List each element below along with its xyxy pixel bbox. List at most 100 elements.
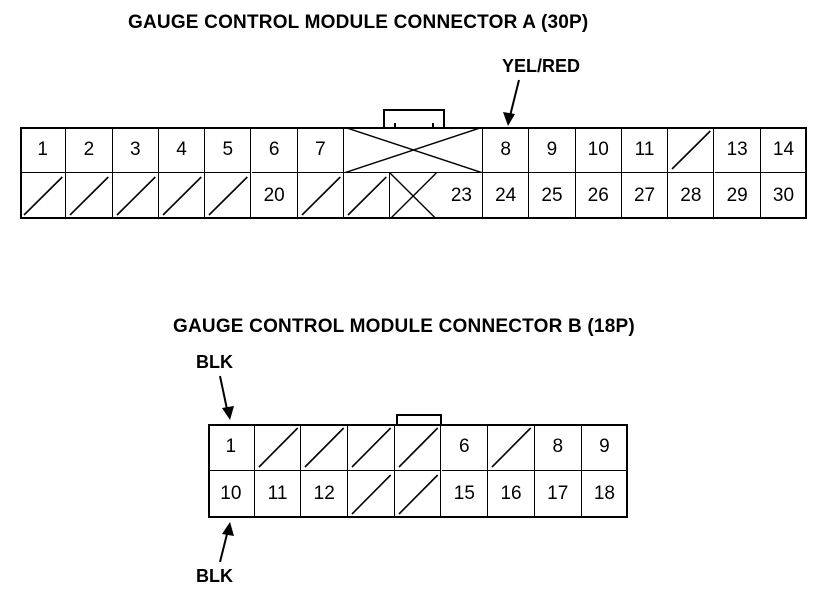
connector-b-pin-cell: 16 bbox=[488, 471, 535, 518]
arrow-blk-bottom bbox=[219, 522, 234, 563]
connector-a-pin-cell: 24 bbox=[483, 173, 530, 219]
connector-a-cavity-slash bbox=[162, 176, 202, 216]
connector-b-empty-cavity bbox=[348, 471, 395, 518]
connector-a-pin-label: 9 bbox=[546, 138, 558, 160]
connector-a-pin-cell: 14 bbox=[760, 127, 808, 173]
connector-a-pin-label: 26 bbox=[587, 184, 609, 206]
connector-b-pin-cell: 10 bbox=[208, 471, 255, 518]
connector-a-blocked-cavity bbox=[344, 127, 483, 173]
connector-a-pin-cell: 9 bbox=[529, 127, 576, 173]
connector-a-cavity-cross bbox=[344, 127, 483, 173]
connector-a-empty-cavity bbox=[668, 127, 715, 173]
connector-b-cavity-slash bbox=[304, 427, 345, 468]
connector-b-pin-label: 11 bbox=[267, 483, 288, 504]
connector-b-empty-cavity bbox=[348, 424, 395, 471]
connector-b-pin-cell: 17 bbox=[534, 471, 582, 518]
connector-b-empty-cavity bbox=[394, 424, 442, 471]
connector-b-pin-label: 16 bbox=[500, 483, 522, 504]
connector-b-pin-label: 1 bbox=[225, 436, 237, 457]
connector-b-pin-label: 18 bbox=[593, 483, 615, 504]
connector-a-pin-cell: 11 bbox=[621, 127, 669, 173]
connector-b-pin-cell: 15 bbox=[441, 471, 489, 518]
connector-a-empty-cavity bbox=[158, 173, 206, 219]
connector-a-pin-cell: 27 bbox=[621, 173, 669, 219]
connector-a-pin-cell: 2 bbox=[66, 127, 113, 173]
connector-b-pin-label: 10 bbox=[220, 483, 242, 504]
connector-b-wire-label-top: BLK bbox=[196, 352, 233, 372]
connector-b-empty-cavity bbox=[254, 424, 302, 471]
connector-a-pin-label: 13 bbox=[726, 138, 748, 160]
connector-b-cavity-slash bbox=[258, 427, 298, 468]
connector-a-pin-label: 10 bbox=[587, 138, 609, 160]
connector-a-pin-label: 7 bbox=[315, 138, 326, 160]
connector-a-pin-label: 6 bbox=[268, 138, 280, 160]
connector-a-pin-label: 14 bbox=[772, 138, 795, 160]
connector-a-empty-cavity bbox=[297, 173, 345, 219]
connector-a-pin-label: 28 bbox=[680, 184, 702, 206]
connector-a-cavity-cross bbox=[390, 172, 437, 219]
connector-b-lock-tab bbox=[396, 414, 442, 426]
connector-b-cavity-slash bbox=[398, 427, 439, 468]
connector-a-cavity-slash bbox=[301, 176, 341, 216]
connector-b-pin-label: 9 bbox=[599, 436, 610, 457]
connector-a-pin-cell: 1 bbox=[20, 127, 67, 173]
connector-a-pin-label: 11 bbox=[634, 138, 655, 160]
connector-a-pin-label: 27 bbox=[633, 184, 656, 206]
connector-b-cavity-slash bbox=[398, 474, 439, 515]
connector-b-pin-cell: 1 bbox=[208, 424, 255, 471]
connector-a-pin-cell: 10 bbox=[575, 127, 622, 173]
connector-a-pin-label: 25 bbox=[541, 184, 563, 206]
connector-a-title: GAUGE CONTROL MODULE CONNECTOR A (30P) bbox=[128, 12, 589, 33]
connector-a-pin-cell: 30 bbox=[760, 173, 808, 219]
connector-a-cavity-slash bbox=[347, 176, 387, 216]
connector-b-pin-cell: 18 bbox=[581, 471, 629, 518]
connector-a-pin-cell: 13 bbox=[714, 127, 761, 173]
connector-a-pin-label: 30 bbox=[772, 184, 795, 206]
connector-a-pin-label: 29 bbox=[726, 184, 748, 206]
connector-a-pin-cell: 4 bbox=[158, 127, 206, 173]
connector-a-pin-cell: 26 bbox=[575, 173, 622, 219]
connector-b-pin-label: 17 bbox=[547, 483, 569, 504]
connector-a-pin-label: 3 bbox=[129, 138, 141, 160]
connector-a-empty-cavity bbox=[344, 173, 391, 219]
connector-b-cavity-slash bbox=[351, 474, 392, 515]
connector-a-pin-cell: 5 bbox=[205, 127, 252, 173]
connector-b-pin-cell: 9 bbox=[581, 424, 629, 471]
connector-a-cavity-slash bbox=[671, 130, 712, 170]
connector-a-pin-cell: 8 bbox=[483, 127, 530, 173]
connector-b-pin-cell: 12 bbox=[301, 471, 349, 518]
connector-a-pin-label: 1 bbox=[37, 138, 48, 160]
connector-a-cavity-slash bbox=[116, 176, 156, 216]
arrow-yel-red bbox=[503, 79, 520, 126]
connector-b-pin-label: 12 bbox=[313, 483, 335, 504]
connector-a-pin-label: 23 bbox=[450, 184, 472, 206]
connector-a-wire-label: YEL/RED bbox=[502, 56, 581, 76]
connector-a-empty-cavity bbox=[20, 173, 67, 219]
arrow-blk-top bbox=[219, 375, 234, 420]
connector-a-cavity-slash bbox=[208, 176, 249, 216]
connector-b-cavity-slash bbox=[491, 427, 532, 468]
connector-a-lock-tab-base bbox=[394, 123, 434, 129]
connector-b-pin-label: 15 bbox=[453, 483, 475, 504]
connector-a-pin-cell: 3 bbox=[112, 127, 159, 173]
connector-a-cavity-slash bbox=[69, 176, 110, 216]
connector-b-pin-cell: 8 bbox=[534, 424, 582, 471]
connector-b-cavity-slash bbox=[351, 427, 392, 468]
connector-a-pin-cell: 6 bbox=[251, 127, 298, 173]
connector-a-pin-cell: 7 bbox=[297, 127, 345, 173]
connector-a-blocked-cavity: 23 bbox=[390, 172, 483, 219]
connector-b-pin-label: 6 bbox=[459, 436, 470, 457]
connector-b-pin-cell: 6 bbox=[441, 424, 489, 471]
connector-a-pin-label: 20 bbox=[263, 184, 285, 206]
connector-b-wire-label-bottom: BLK bbox=[196, 566, 233, 586]
connector-a-pin-cell: 28 bbox=[668, 173, 715, 219]
connector-a-pin-cell: 25 bbox=[529, 173, 576, 219]
connector-a-empty-cavity bbox=[66, 173, 113, 219]
connector-a-pin-cell: 20 bbox=[251, 173, 298, 219]
connector-a-pin-label: 8 bbox=[500, 138, 511, 160]
connector-a-pin-label: 4 bbox=[176, 138, 187, 160]
connector-a-pin-cell: 29 bbox=[714, 173, 761, 219]
connector-b-empty-cavity bbox=[488, 424, 535, 471]
